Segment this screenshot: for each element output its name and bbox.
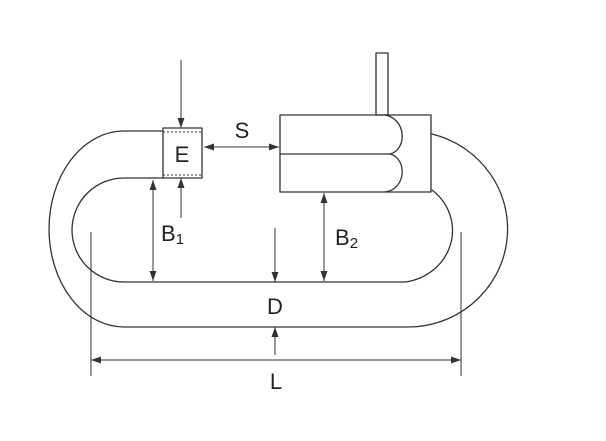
label-b1-main: B	[161, 221, 176, 246]
label-b1: B1	[161, 221, 184, 248]
label-b2-sub: 2	[350, 235, 358, 252]
link-outer-outline	[48, 130, 509, 328]
gate-sleeve	[279, 52, 432, 193]
sleeve-thread-curve	[384, 114, 403, 193]
label-l: L	[270, 369, 282, 394]
sleeve-pin	[375, 52, 389, 116]
link-inner-outline	[71, 177, 454, 283]
label-b2-main: B	[335, 225, 350, 250]
label-b2: B2	[335, 225, 358, 252]
label-b1-sub: 1	[176, 231, 184, 248]
label-e: E	[175, 142, 190, 167]
label-d: D	[267, 294, 283, 319]
label-s: S	[235, 118, 250, 143]
